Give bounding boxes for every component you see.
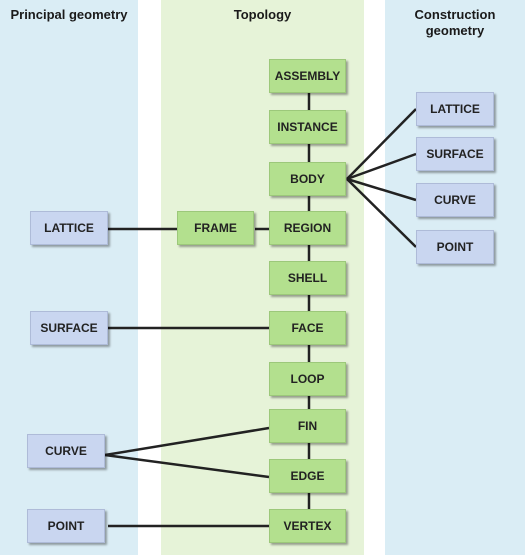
topology-node-face: FACE — [269, 311, 346, 345]
topology-node-shell: SHELL — [269, 261, 346, 295]
topology-node-vertex: VERTEX — [269, 509, 346, 543]
construction-geometry-title: Construction geometry — [385, 7, 525, 39]
topology-node-region: REGION — [269, 211, 346, 245]
topology-node-loop: LOOP — [269, 362, 346, 396]
principal-node-point: POINT — [27, 509, 105, 543]
principal-node-lattice: LATTICE — [30, 211, 108, 245]
topology-title: Topology — [233, 7, 292, 22]
construction-title-line2: geometry — [425, 23, 485, 38]
link-body-point — [346, 178, 417, 248]
topology-node-body: BODY — [269, 162, 346, 196]
topology-node-fin: FIN — [269, 409, 346, 443]
link-curve-fin — [104, 426, 270, 457]
construction-node-surface: SURFACE — [416, 137, 494, 171]
topology-node-frame: FRAME — [177, 211, 254, 245]
topology-node-edge: EDGE — [269, 459, 346, 493]
link-body-surface — [346, 152, 417, 181]
construction-node-lattice: LATTICE — [416, 92, 494, 126]
principal-node-curve: CURVE — [27, 434, 105, 468]
link-curve-edge — [104, 453, 270, 479]
construction-title-line1: Construction — [414, 7, 496, 22]
topology-node-instance: INSTANCE — [269, 110, 346, 144]
link-body-lattice — [346, 108, 417, 180]
construction-node-curve: CURVE — [416, 183, 494, 217]
link-body-curve — [346, 177, 417, 202]
construction-node-point: POINT — [416, 230, 494, 264]
topology-node-assembly: ASSEMBLY — [269, 59, 346, 93]
principal-node-surface: SURFACE — [30, 311, 108, 345]
principal-geometry-title: Principal geometry — [10, 7, 128, 22]
